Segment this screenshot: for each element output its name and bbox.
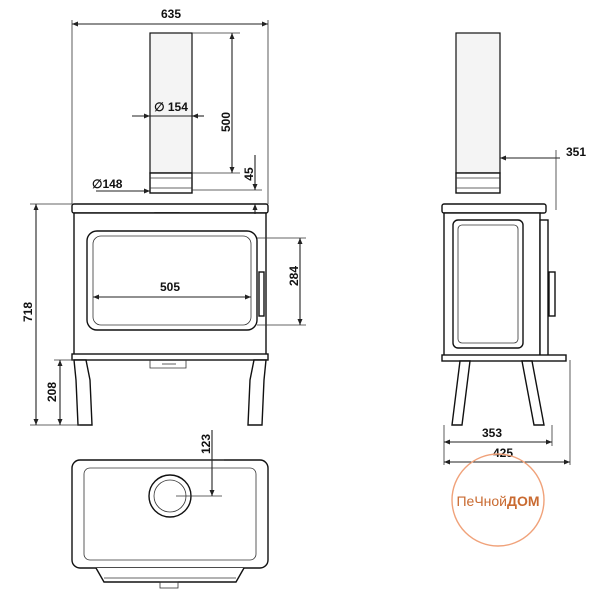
dim-flue-diameter: ∅ 154 — [154, 100, 188, 114]
dim-leg-height: 208 — [45, 382, 59, 402]
front-view: 635 ∅ 154 500 45 ∅148 718 — [21, 7, 306, 426]
dim-flue-height: 500 — [219, 112, 233, 132]
door-window — [86, 230, 258, 331]
side-top-plate — [441, 203, 547, 214]
dim-collar-diameter: ∅148 — [92, 177, 123, 191]
door-handle — [258, 271, 265, 317]
stove-base — [71, 353, 269, 361]
dim-window-width: 505 — [160, 280, 180, 294]
side-flue-pipe — [455, 32, 501, 174]
side-panel — [452, 219, 524, 349]
dim-top-flue-offset: 123 — [199, 434, 213, 454]
dim-total-height: 718 — [21, 302, 35, 322]
top-view: 123 — [71, 430, 269, 589]
side-leg-right — [521, 360, 545, 426]
side-view: 351 353 425 — [441, 32, 586, 465]
dim-side-flue-offset: 351 — [566, 145, 586, 159]
dim-side-depth-inner: 353 — [482, 426, 502, 440]
dim-window-height: 284 — [287, 266, 301, 286]
side-leg-left — [451, 360, 471, 426]
dim-side-depth-overall: 425 — [493, 446, 513, 460]
dim-overall-width: 635 — [161, 7, 181, 21]
front-leg-left — [73, 359, 93, 426]
svg-text:ПеЧнойДОМ: ПеЧнойДОМ — [456, 493, 539, 509]
flue-pipe — [149, 32, 193, 174]
front-leg-right — [247, 359, 267, 426]
dim-collar-height: 45 — [242, 167, 256, 181]
brand-logo: ПеЧнойДОМ — [451, 453, 545, 547]
top-plate — [71, 203, 269, 214]
side-handle — [548, 271, 556, 317]
flue-collar — [149, 172, 193, 194]
